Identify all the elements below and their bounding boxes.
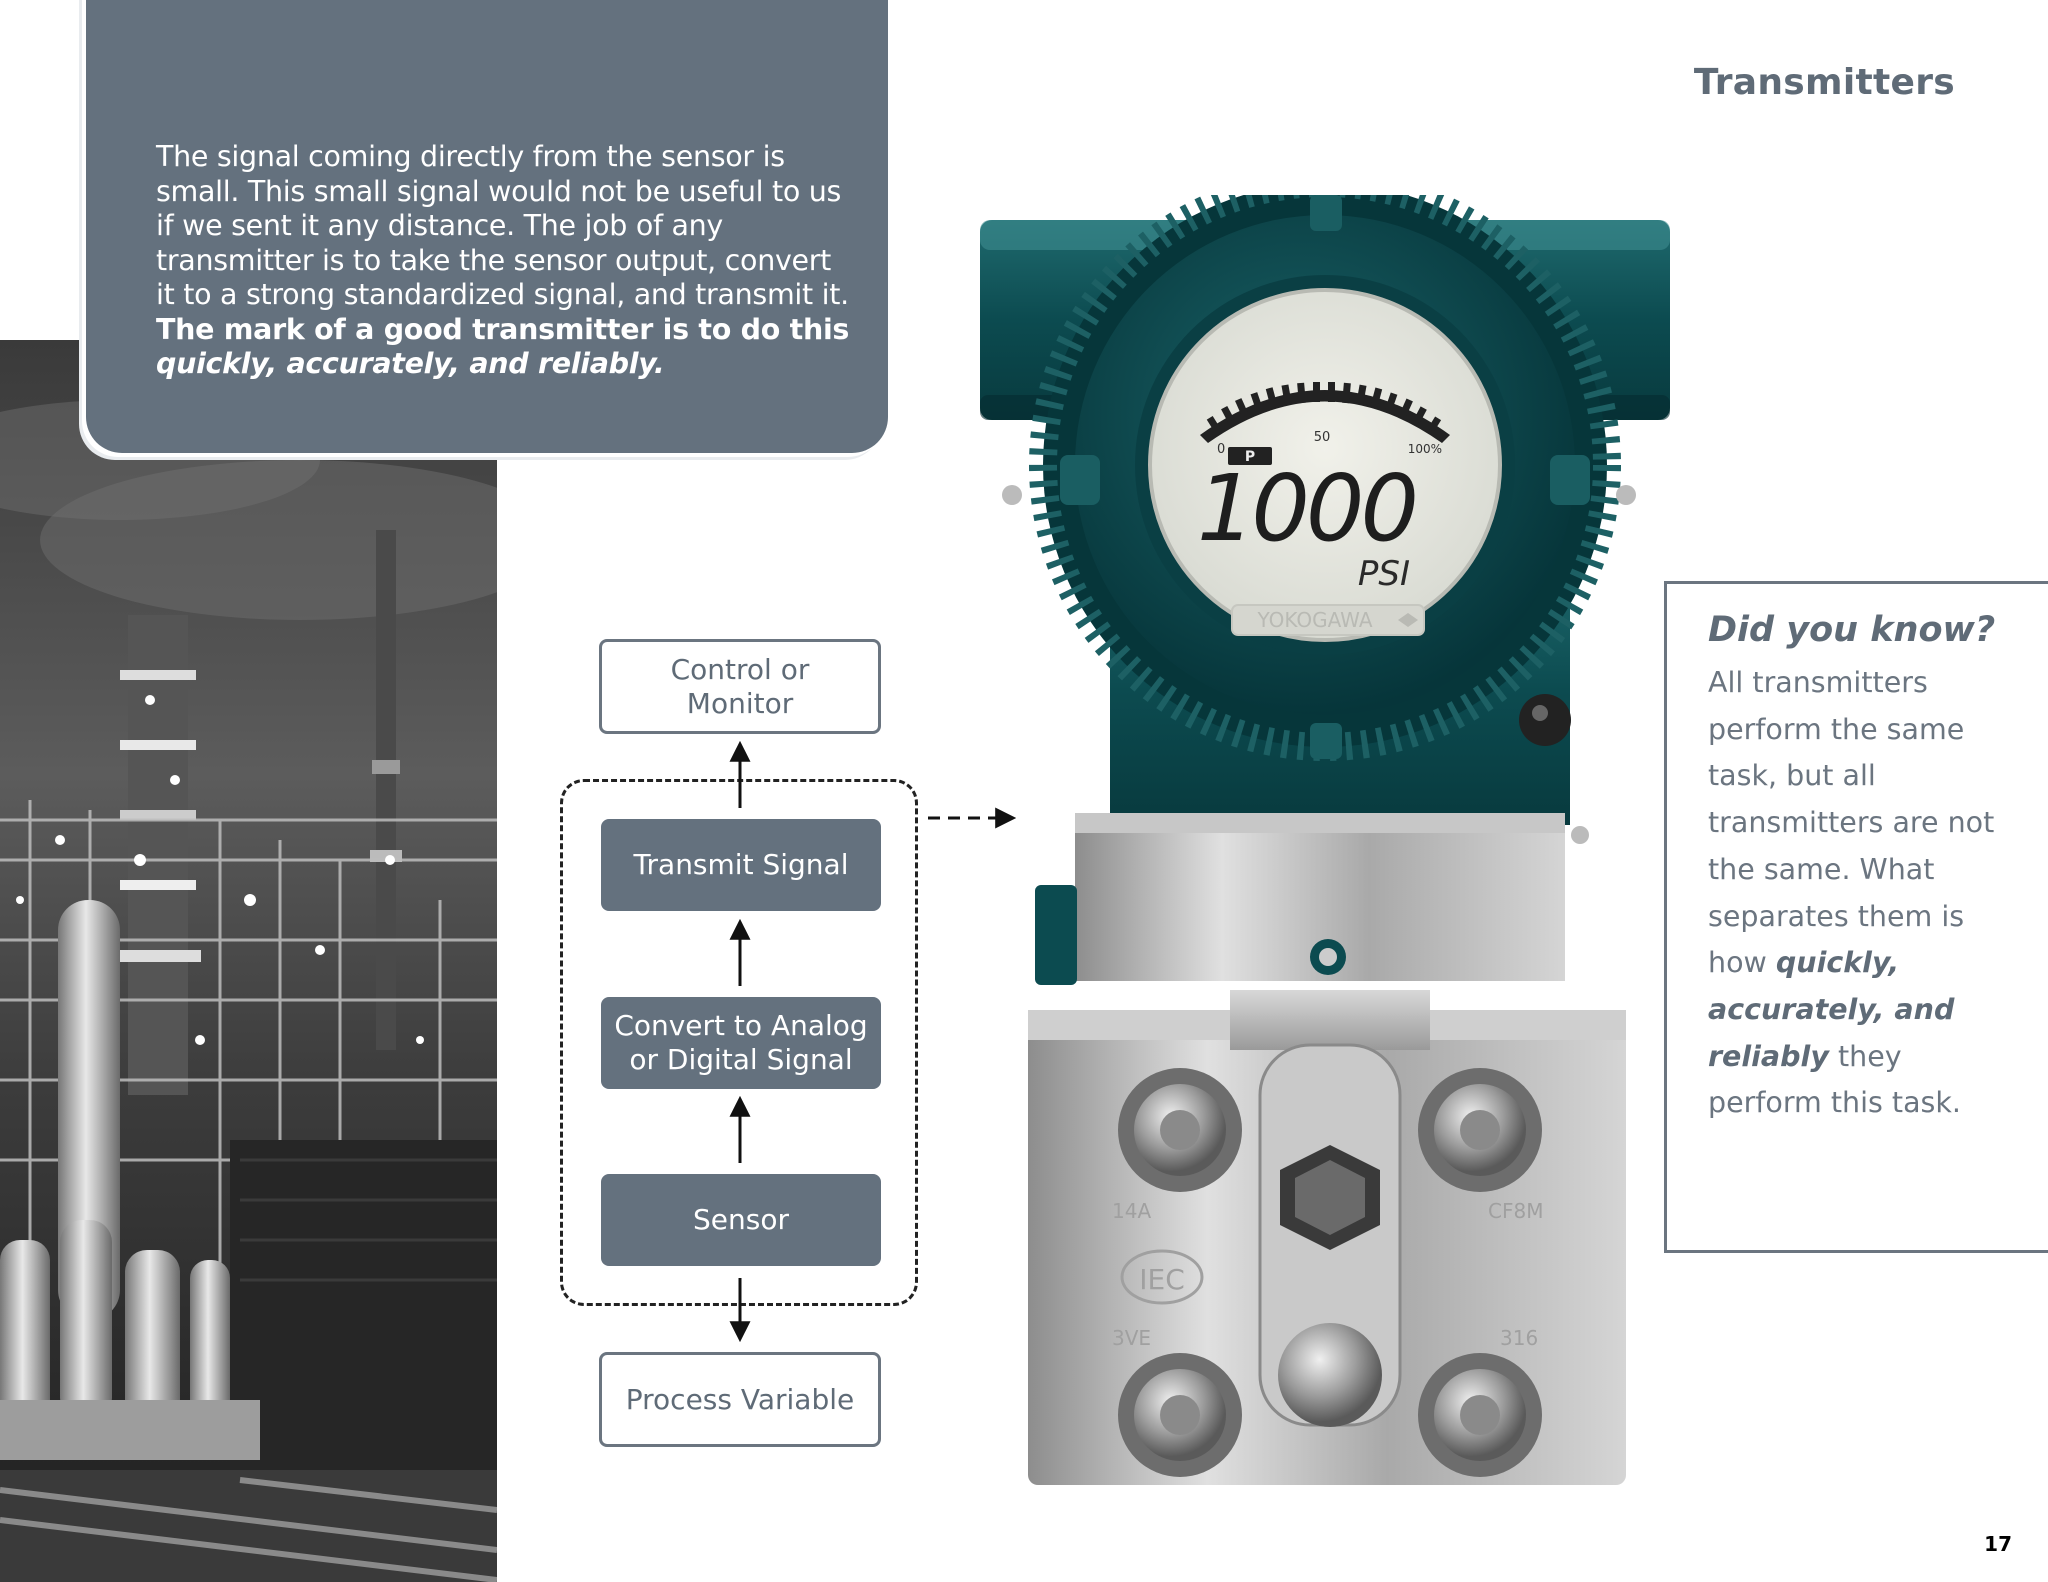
sensor-label: Sensor xyxy=(693,1203,789,1236)
control-or-monitor-box: Control or Monitor xyxy=(599,639,881,734)
process-variable-box: Process Variable xyxy=(599,1352,881,1447)
did-you-know-title: Did you know? xyxy=(1708,610,1996,650)
did-you-know-panel xyxy=(1664,581,2048,1253)
convert-signal-box: Convert to Analog or Digital Signal xyxy=(601,997,881,1089)
process-variable-label: Process Variable xyxy=(625,1382,855,1416)
lcd-pressure-unit: PSI xyxy=(1358,554,1410,594)
lcd-mode-indicator xyxy=(1228,447,1272,465)
lcd-scale-100: 100% xyxy=(1408,442,1442,456)
refinery-photo xyxy=(0,340,497,1582)
body-mark-316: 316 xyxy=(1500,1326,1538,1350)
sensor-box: Sensor xyxy=(601,1174,881,1266)
control-or-monitor-label: Control or Monitor xyxy=(670,652,810,720)
lcd-scale-0: 0 xyxy=(1217,442,1225,457)
did-you-know-body: All transmitters perform the same task, … xyxy=(1708,660,2008,1127)
body-mark-3ve: 3VE xyxy=(1112,1326,1151,1350)
transmit-signal-label: Transmit Signal xyxy=(633,848,849,881)
intro-paragraph: The signal coming directly from the sens… xyxy=(156,140,856,382)
body-mark-14a: 14A xyxy=(1112,1199,1151,1223)
lcd-scale-50: 50 xyxy=(1314,430,1331,445)
body-mark-iec: IEC xyxy=(1139,1263,1185,1296)
pressure-transmitter-illustration: 0 50 100% P 1000 PSI YOKOGAWA 14A CF8M I… xyxy=(980,195,1670,1485)
lcd-pressure-value: 1000 xyxy=(1197,455,1415,562)
convert-signal-label: Convert to Analog or Digital Signal xyxy=(614,1009,868,1076)
intro-panel xyxy=(86,0,888,453)
lcd-mode-label: P xyxy=(1245,449,1255,465)
page-title: Transmitters xyxy=(1693,62,1955,103)
did-you-know-text-end: they perform this task. xyxy=(1708,1039,1961,1120)
body-mark-cf8m: CF8M xyxy=(1488,1199,1543,1223)
lcd-bar-graph xyxy=(1200,382,1450,443)
did-you-know-text-bold: quickly, accurately, and reliably xyxy=(1708,946,1955,1073)
transmit-signal-box: Transmit Signal xyxy=(601,819,881,911)
intro-text-plain: The signal coming directly from the sens… xyxy=(156,140,849,311)
intro-text-bold: The mark of a good transmitter is to do … xyxy=(156,312,850,346)
lcd-brand-label: YOKOGAWA xyxy=(1256,608,1372,632)
page-number: 17 xyxy=(1984,1532,2012,1556)
did-you-know-text-plain: All transmitters perform the same task, … xyxy=(1708,666,1995,980)
intro-text-bold-italic: quickly, accurately, and reliably. xyxy=(156,347,665,380)
